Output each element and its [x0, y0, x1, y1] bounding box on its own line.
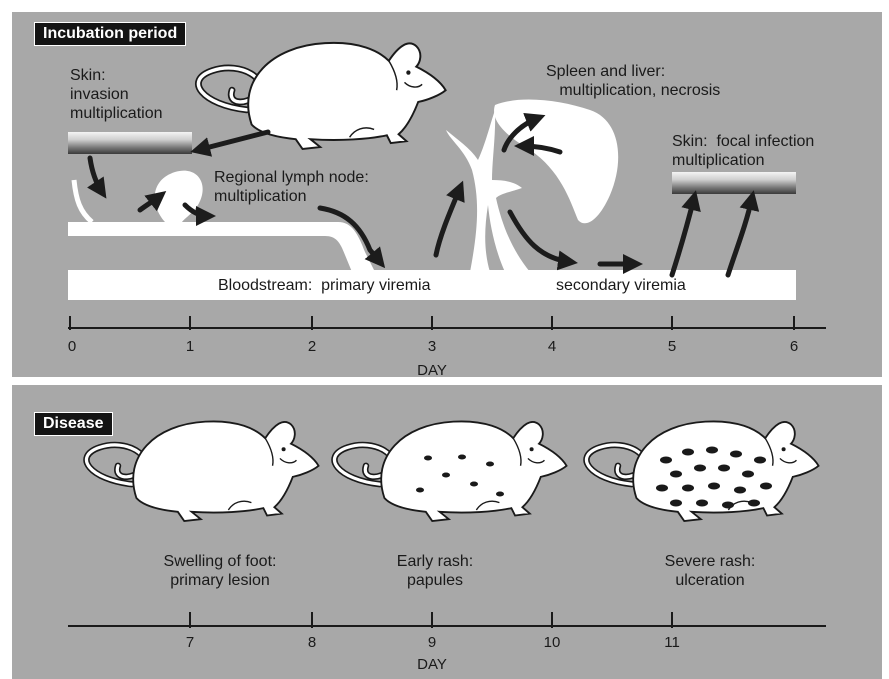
incubation-header: Incubation period	[34, 22, 186, 46]
tick-label-day-1: 1	[186, 338, 194, 355]
tick-label-day-5: 5	[668, 338, 676, 355]
tick-label-day-8: 8	[308, 634, 316, 651]
tick-label-day-9: 9	[428, 634, 436, 651]
bloodstream-bar	[68, 270, 796, 300]
tick-label-day-4: 4	[548, 338, 556, 355]
skin-strip-invasion	[68, 132, 192, 154]
label-stage-2: Early rash: papules	[365, 552, 505, 590]
label-stage-1: Swelling of foot: primary lesion	[145, 552, 295, 590]
tick-label-day-7: 7	[186, 634, 194, 651]
tick-label-day-0: 0	[68, 338, 76, 355]
tick-label-day-6: 6	[790, 338, 798, 355]
tick-label-day-10: 10	[544, 634, 561, 651]
disease-axis-title: DAY	[417, 656, 447, 673]
tick-label-day-11: 11	[664, 634, 680, 651]
tick-label-day-3: 3	[428, 338, 436, 355]
label-skin-invasion: Skin: invasion multiplication	[70, 66, 162, 123]
label-lymph-node: Regional lymph node: multiplication	[214, 168, 369, 206]
skin-strip-focal	[672, 172, 796, 194]
label-spleen-liver: Spleen and liver: multiplication, necros…	[546, 62, 720, 100]
label-skin-focal: Skin: focal infection multiplication	[672, 132, 814, 170]
label-primary-viremia: Bloodstream: primary viremia	[218, 276, 431, 295]
label-stage-3: Severe rash: ulceration	[640, 552, 780, 590]
label-secondary-viremia: secondary viremia	[556, 276, 686, 295]
disease-header: Disease	[34, 412, 113, 436]
tick-label-day-2: 2	[308, 338, 316, 355]
incubation-axis-title: DAY	[417, 362, 447, 379]
